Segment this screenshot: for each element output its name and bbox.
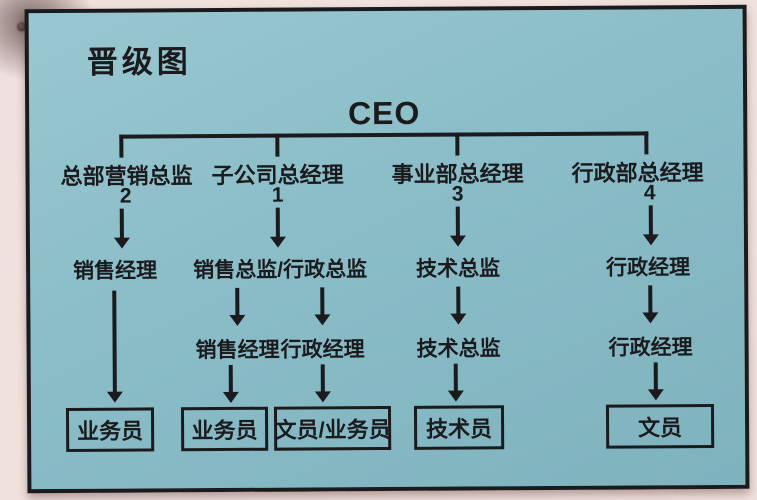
- connector-stub-1: [119, 134, 124, 158]
- arrow-stem: [453, 363, 458, 393]
- down-arrow: [450, 286, 467, 325]
- down-arrow: [106, 290, 123, 403]
- down-arrow: [447, 363, 464, 402]
- rank-number-4: 4: [643, 181, 656, 205]
- rank-number-1: 1: [271, 183, 284, 207]
- box-salesperson-2: 业务员: [180, 406, 269, 452]
- arrow-stem: [648, 205, 653, 237]
- box-clerk-salesperson: 文员/业务员: [273, 405, 392, 451]
- arrow-tip: [106, 391, 123, 403]
- node-admin-manager-3: 行政经理: [608, 336, 693, 360]
- node-sales-manager-1: 销售经理: [73, 259, 158, 283]
- down-arrow: [229, 287, 246, 326]
- arrow-tip: [449, 235, 466, 247]
- arrow-tip: [450, 313, 467, 325]
- node-admin-manager-2: 行政经理: [280, 338, 365, 362]
- arrow-tip: [447, 390, 464, 402]
- down-arrow: [449, 206, 466, 247]
- arrow-tip: [113, 237, 130, 249]
- arrow-stem: [275, 207, 280, 239]
- down-arrow: [647, 362, 664, 401]
- arrow-stem: [119, 208, 124, 240]
- down-arrow: [222, 364, 239, 404]
- arrow-tip: [647, 389, 664, 401]
- down-arrow: [642, 285, 659, 324]
- node-admin-manager-1: 行政经理: [606, 256, 691, 280]
- promotion-chart-card: 晋级图 CEO 总部营销总监 子公司总经理 事业部总经理 行政部总经理 2 1 …: [24, 4, 750, 494]
- arrow-stem: [112, 290, 117, 394]
- arrow-tip: [642, 234, 659, 246]
- arrow-stem: [235, 287, 240, 317]
- node-tech-director-1: 技术总监: [416, 257, 501, 281]
- node-sales-director-admin-director: 销售总监/行政总监: [193, 258, 368, 283]
- down-arrow: [642, 205, 659, 246]
- down-arrow: [314, 364, 331, 403]
- arrow-tip: [642, 312, 659, 324]
- ceo-connector-line: [119, 131, 649, 139]
- down-arrow: [113, 208, 130, 249]
- box-clerk: 文员: [605, 404, 715, 449]
- arrow-stem: [653, 362, 658, 392]
- arrow-tip: [269, 236, 286, 248]
- arrow-stem: [320, 287, 325, 317]
- rank-number-3: 3: [451, 182, 464, 206]
- arrow-stem: [648, 285, 653, 315]
- arrow-stem: [455, 206, 460, 238]
- connector-stub-4: [644, 131, 649, 155]
- arrow-tip: [314, 391, 331, 403]
- box-salesperson-1: 业务员: [65, 407, 155, 452]
- arrow-stem: [228, 364, 233, 394]
- connector-stub-2: [275, 133, 280, 157]
- ceo-node: CEO: [347, 94, 421, 132]
- arrow-stem: [456, 286, 461, 316]
- down-arrow: [314, 287, 331, 326]
- arrow-tip: [229, 314, 246, 326]
- arrow-tip: [222, 391, 239, 404]
- node-sales-manager-2: 销售经理: [195, 338, 280, 363]
- node-tech-director-2: 技术总监: [416, 337, 501, 361]
- node-admin-dept-gm: 行政部总经理: [571, 160, 704, 186]
- arrow-stem: [320, 364, 325, 394]
- connector-stub-3: [455, 132, 460, 156]
- chart-title: 晋级图: [86, 44, 192, 80]
- rank-number-2: 2: [119, 184, 132, 208]
- box-technician: 技术员: [413, 405, 505, 450]
- pin-dot: [17, 22, 26, 31]
- arrow-tip: [314, 314, 331, 326]
- down-arrow: [269, 207, 286, 248]
